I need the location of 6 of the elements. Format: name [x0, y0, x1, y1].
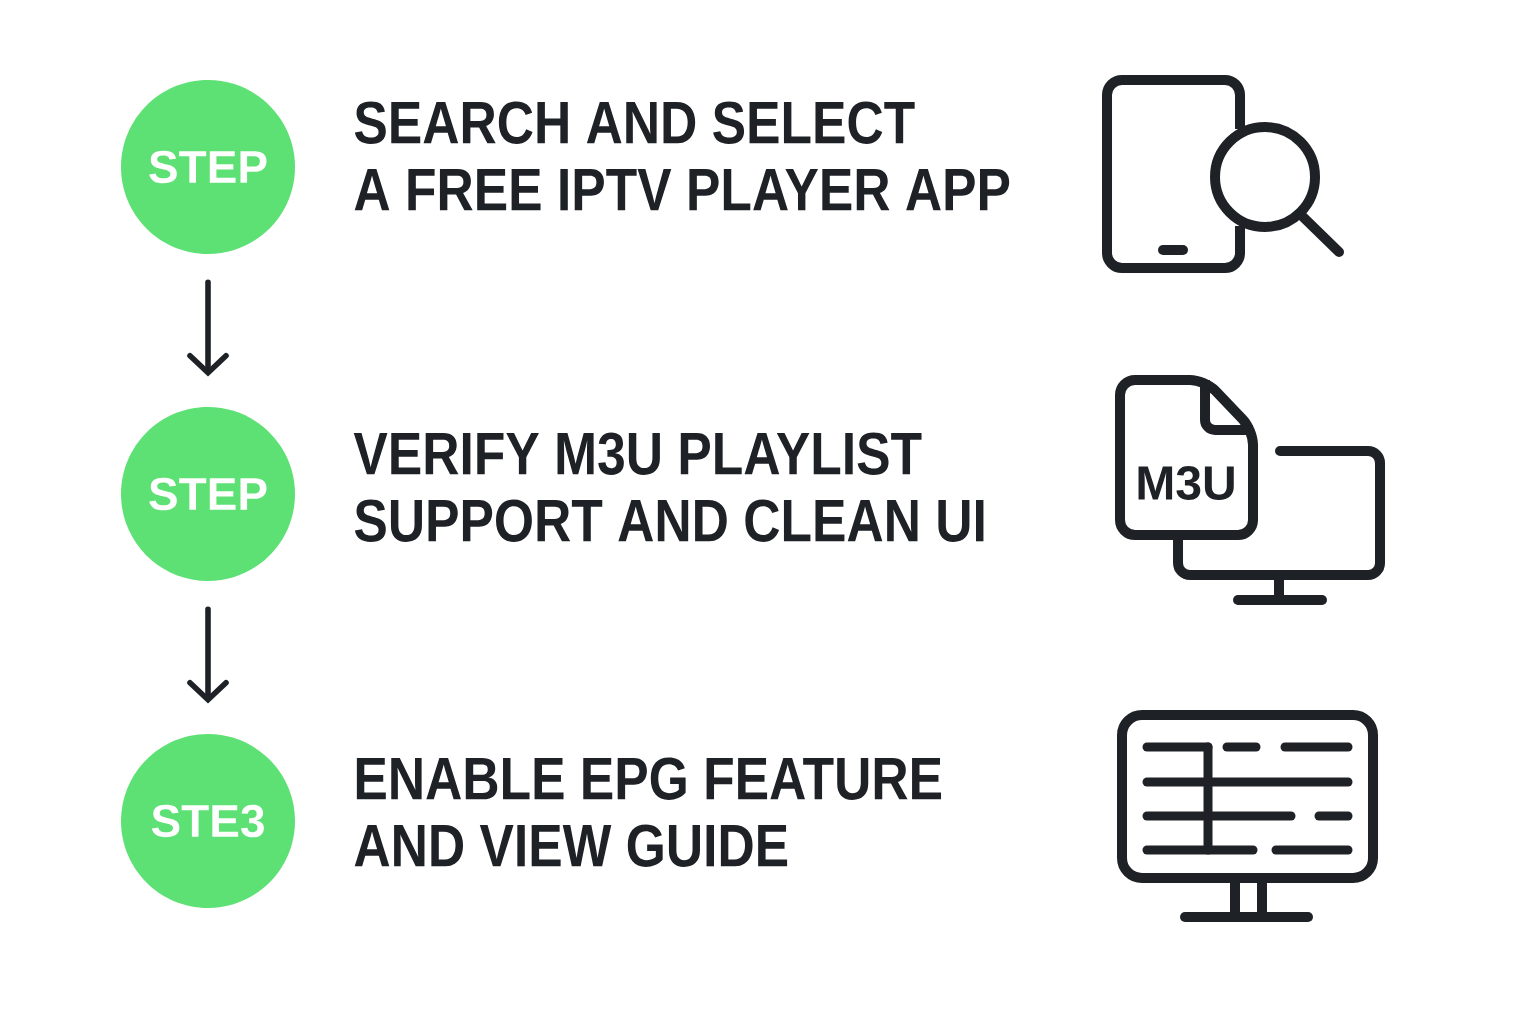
step-description: SEARCH AND SELECT A FREE IPTV PLAYER APP: [354, 101, 1010, 211]
step-description: ENABLE EPG FEATURE AND VIEW GUIDE: [354, 757, 941, 867]
step-description: VERIFY M3U PLAYLIST SUPPORT AND CLEAN UI: [353, 432, 984, 542]
arrow: [187, 279, 229, 377]
arrow: [187, 606, 229, 704]
file-type-label: M3U: [1138, 466, 1234, 501]
